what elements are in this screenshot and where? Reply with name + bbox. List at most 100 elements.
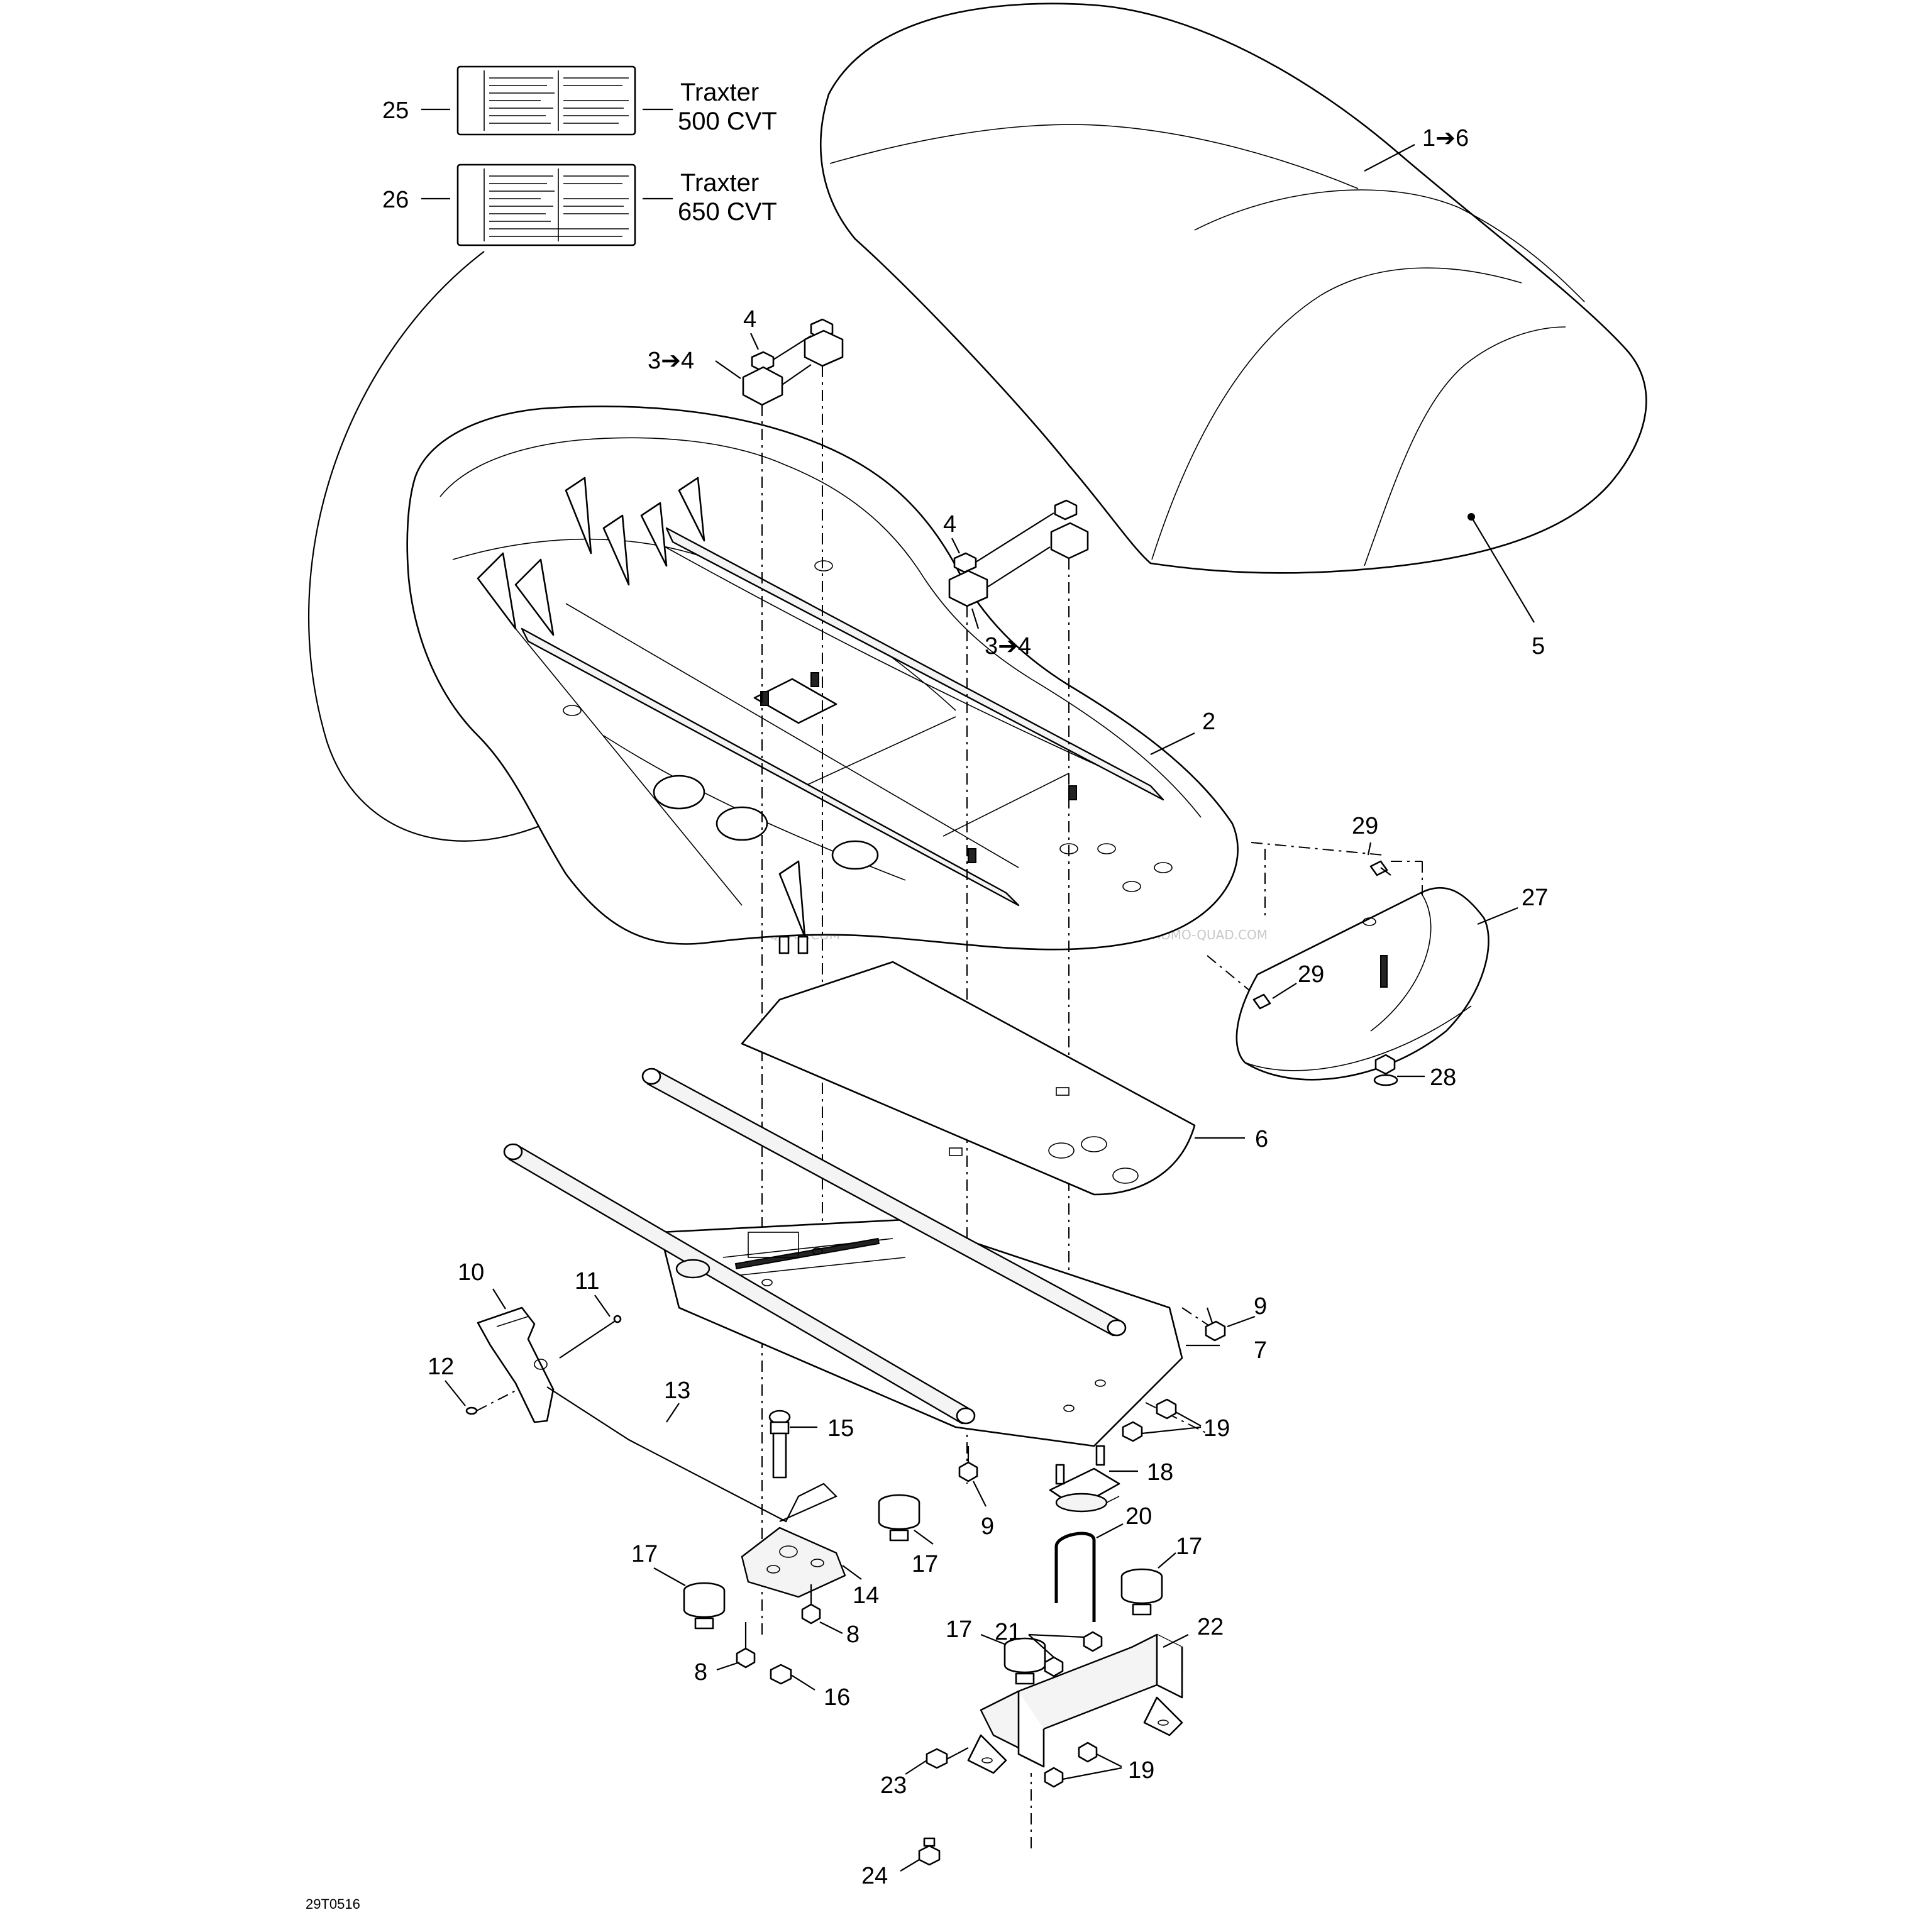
foam-pad [741, 961, 1196, 1196]
leader-5 [1471, 516, 1535, 623]
u-bolt [1054, 1532, 1096, 1622]
leader-17-c [1158, 1552, 1176, 1569]
rubber-stop-d [1003, 1637, 1046, 1685]
callout-20: 20 [1125, 1503, 1152, 1530]
seat-cover [819, 3, 1647, 574]
decal-650cvt [421, 163, 673, 246]
leader-24 [900, 1859, 920, 1872]
leader-14 [842, 1565, 862, 1580]
leader-21-a [1028, 1634, 1054, 1658]
leader-16 [790, 1674, 815, 1691]
leader-9-right [1227, 1315, 1256, 1328]
decal-500cvt [421, 65, 673, 136]
callout-14: 14 [853, 1582, 879, 1609]
rear-panel [1235, 886, 1490, 1081]
leader-clip-pair-right [987, 546, 1051, 588]
callout-21: 21 [995, 1619, 1021, 1645]
rubber-stop-c [1120, 1568, 1163, 1616]
callout-23: 23 [880, 1772, 907, 1799]
callout-6: 6 [1255, 1126, 1268, 1152]
leader-19-bottom-a [1096, 1753, 1122, 1767]
bumper-29-bottom [1252, 993, 1271, 1010]
leader-3-4-left [715, 360, 741, 379]
model-label-650-line1: Traxter [680, 169, 759, 197]
nut-19-top [1122, 1398, 1177, 1442]
callout-28: 28 [1430, 1064, 1456, 1091]
leader-17-d [980, 1633, 1007, 1646]
callout-29-top: 29 [1352, 813, 1378, 839]
callout-8-right: 8 [846, 1621, 859, 1648]
callout-24: 24 [861, 1863, 888, 1889]
leader-11 [594, 1294, 611, 1317]
bumper-29-top [1369, 860, 1423, 895]
model-label-500-line1: Traxter [680, 79, 759, 106]
callout-27: 27 [1522, 885, 1548, 911]
leader-nut-pair-right [975, 512, 1054, 563]
rubber-stop-b [683, 1582, 726, 1630]
seat-frame-tube [503, 1068, 1127, 1425]
callout-29-bottom: 29 [1298, 961, 1324, 988]
pin [559, 1315, 622, 1359]
leader-8-right [819, 1621, 843, 1634]
clip-top-right [948, 522, 1089, 607]
callout-3-4-left: 3➔4 [648, 348, 694, 374]
leader-4-left [750, 333, 759, 350]
leader-17-a [914, 1530, 934, 1545]
callout-17-b: 17 [631, 1541, 658, 1567]
model-label-650-line2: 650 CVT [678, 198, 777, 226]
screw-8-right [801, 1584, 821, 1625]
callout-9-right: 9 [1254, 1293, 1267, 1320]
callout-8-left: 8 [694, 1659, 707, 1686]
callout-4-left: 4 [743, 306, 756, 333]
hinge [1049, 1445, 1120, 1513]
callout-13: 13 [664, 1377, 690, 1404]
callout-9-bottom: 9 [981, 1513, 994, 1540]
callout-3-4-right: 3➔4 [985, 633, 1031, 660]
screw-23 [926, 1747, 969, 1769]
leader-23 [905, 1760, 927, 1775]
leader-22 [1163, 1634, 1189, 1648]
leader-29-top [1367, 842, 1372, 856]
nut-16 [770, 1664, 792, 1685]
leader-8-left [716, 1661, 740, 1671]
leader-20 [1096, 1523, 1124, 1538]
latch [741, 1526, 846, 1598]
leader-17-b [653, 1567, 686, 1586]
leader-21-b [1028, 1633, 1085, 1638]
seat-plate [659, 1218, 1183, 1447]
leader-10 [492, 1288, 506, 1310]
rod [546, 1386, 837, 1523]
callout-17-a: 17 [912, 1551, 938, 1577]
callout-1-6: 1➔6 [1422, 125, 1469, 152]
rubber-stop-a [878, 1494, 920, 1542]
nut-top-right [953, 499, 1078, 573]
clip-top-left [742, 329, 844, 406]
leader-27 [1477, 907, 1518, 925]
reference-code: 29T0516 [306, 1896, 360, 1912]
callout-11: 11 [575, 1268, 599, 1294]
leader-29-bottom [1272, 983, 1297, 999]
leader-13 [666, 1403, 680, 1423]
leader-nut-pair-left [773, 335, 812, 360]
leader-3-4-right [971, 608, 980, 629]
callout-22: 22 [1197, 1614, 1224, 1640]
leader-12 [445, 1380, 466, 1406]
nut-24 [918, 1837, 941, 1866]
callout-18: 18 [1147, 1459, 1173, 1486]
bracket [967, 1633, 1183, 1774]
decal-location-arrow [307, 251, 592, 842]
callout-10: 10 [458, 1259, 484, 1286]
latch-pin [768, 1410, 791, 1479]
callout-7: 7 [1254, 1337, 1267, 1364]
leader-19-bottom-b [1062, 1767, 1122, 1780]
leader-2 [1150, 732, 1195, 755]
clip-12 [465, 1390, 516, 1415]
nut-19-bottom [1044, 1742, 1098, 1788]
model-label-500-line2: 500 CVT [678, 108, 777, 135]
leader-9-bottom [973, 1481, 987, 1507]
callout-4-right: 4 [943, 511, 956, 538]
leader-seat-cover [1364, 144, 1415, 172]
callout-19-top: 19 [1203, 1415, 1230, 1442]
